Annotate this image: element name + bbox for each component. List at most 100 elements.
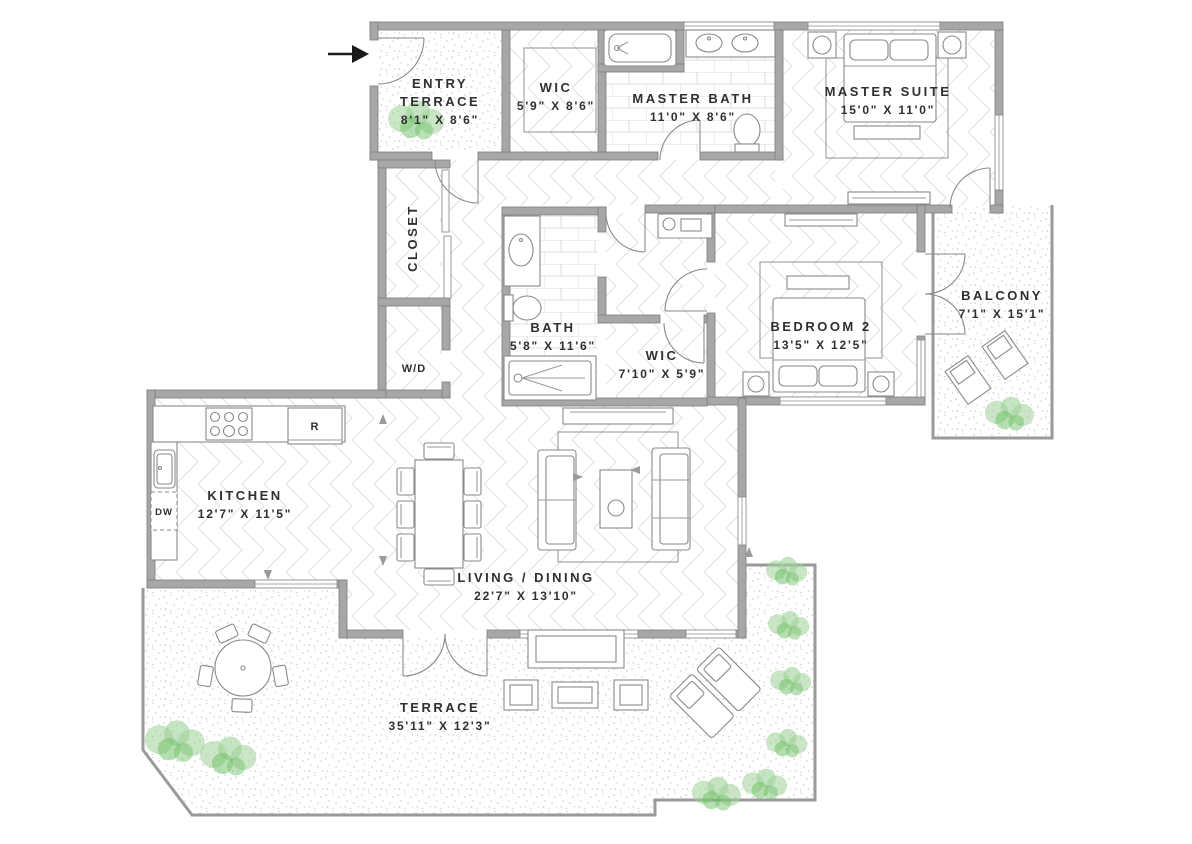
balcony-french-doors: [924, 253, 966, 335]
label-wic-bedroom2: WIC 7'10" X 5'9": [619, 348, 706, 381]
bedroom2-door: [664, 268, 708, 312]
window-bedroom2-east: [916, 339, 926, 398]
terrace-round-table: [197, 623, 289, 713]
svg-text:BEDROOM 2: BEDROOM 2: [770, 319, 871, 334]
svg-text:WIC: WIC: [540, 80, 573, 95]
wic-master-shelving: [523, 47, 597, 133]
window-bedroom2-south: [779, 396, 887, 406]
label-dishwasher: DW: [155, 507, 173, 518]
dining-chair: [463, 500, 482, 529]
dishwasher: [150, 491, 178, 531]
dining-chair: [423, 568, 455, 586]
svg-text:5'8" X 11'6": 5'8" X 11'6": [510, 339, 596, 353]
arrow-down-icon: [264, 570, 272, 580]
svg-text:5'9" X 8'6": 5'9" X 8'6": [517, 99, 595, 113]
svg-text:15'0" X 11'0": 15'0" X 11'0": [841, 103, 936, 117]
terrace-sofa-set: [503, 629, 649, 711]
front-door: [434, 159, 479, 204]
bathtub: [603, 29, 677, 67]
toilet-master: [733, 113, 761, 153]
shower: [503, 355, 597, 401]
dining-chair: [396, 500, 415, 529]
wic2-door: [663, 322, 705, 364]
terrace-floor: [143, 565, 815, 815]
doors: [377, 37, 991, 677]
double-vanity: [685, 29, 776, 58]
label-terrace: TERRACE 35'11" X 12'3": [388, 700, 491, 733]
svg-text:ENTRY: ENTRY: [412, 76, 468, 91]
svg-text:MASTER BATH: MASTER BATH: [632, 91, 753, 106]
outdoor-outlines: [141, 205, 1054, 817]
svg-text:WIC: WIC: [646, 348, 679, 363]
balcony-floor: [933, 205, 1052, 438]
svg-text:LIVING / DINING: LIVING / DINING: [457, 570, 594, 585]
balcony-outline: [931, 205, 1054, 440]
arrow-up-icon: [379, 414, 387, 424]
dining-chair: [396, 533, 415, 562]
sofa: [651, 447, 691, 551]
svg-text:22'7" X 13'10": 22'7" X 13'10": [474, 589, 578, 603]
label-bedroom2: BEDROOM 2 13'5" X 12'5": [770, 319, 871, 352]
svg-text:11'0" X 8'6": 11'0" X 8'6": [650, 110, 736, 124]
coffee-table: [599, 469, 633, 529]
label-kitchen: KITCHEN 12'7" X 11'5": [198, 488, 291, 521]
window-master-east: [994, 114, 1004, 191]
svg-text:MASTER SUITE: MASTER SUITE: [825, 84, 952, 99]
entry-terrace-floor: [378, 30, 502, 152]
closet-sliding-doors: [441, 169, 452, 299]
entry-gate-door: [377, 37, 425, 85]
kitchen-side-counter: [150, 441, 178, 561]
hall-desk: [657, 213, 713, 239]
svg-text:TERRACE: TERRACE: [400, 94, 480, 109]
terrace-outline: [141, 563, 817, 817]
label-master-suite: MASTER SUITE 15'0" X 11'0": [825, 84, 952, 117]
label-master-bath: MASTER BATH 11'0" X 8'6": [632, 91, 753, 124]
master-bath-door: [659, 119, 701, 161]
label-refrigerator: R: [311, 421, 320, 433]
window-living-east: [737, 496, 747, 546]
bedroom2-bed: [742, 261, 895, 397]
bed-bench: [853, 125, 921, 140]
arrow-right-icon: [573, 473, 583, 481]
terrace-french-doors: [402, 633, 488, 677]
floor-arrows: [264, 414, 753, 580]
sofa: [537, 449, 577, 551]
svg-text:13'5" X 12'5": 13'5" X 12'5": [773, 338, 868, 352]
dining-chair: [396, 467, 415, 496]
arrow-down-icon: [379, 556, 387, 566]
bed-bench: [786, 275, 850, 290]
label-bath: BATH 5'8" X 11'6": [510, 320, 596, 353]
window-living-south-2: [685, 629, 737, 639]
stove: [205, 407, 253, 441]
refrigerator: [287, 407, 343, 445]
furniture: [150, 29, 1029, 738]
window-kitchen-south: [254, 579, 338, 589]
label-wic-master: WIC 5'9" X 8'6": [517, 80, 595, 113]
label-entry-terrace: ENTRY TERRACE 8'1" X 8'6": [400, 76, 480, 127]
living-set: [537, 407, 691, 563]
label-closet: CLOSET: [405, 204, 420, 272]
master-suite-balcony-door: [949, 167, 991, 209]
svg-text:8'1" X 8'6": 8'1" X 8'6": [401, 113, 479, 127]
svg-text:7'1" X 15'1": 7'1" X 15'1": [959, 307, 1046, 321]
entry-arrow-icon: [328, 45, 369, 63]
svg-text:BALCONY: BALCONY: [961, 288, 1043, 303]
label-living-dining: LIVING / DINING 22'7" X 13'10": [457, 570, 594, 603]
dining-table: [396, 442, 482, 586]
balcony-lounge-chairs: [944, 329, 1029, 406]
toilet-bath: [503, 294, 542, 322]
svg-text:7'10" X 5'9": 7'10" X 5'9": [619, 367, 706, 381]
bath-vanity: [503, 215, 541, 287]
media-console: [562, 407, 674, 425]
dining-chair: [463, 533, 482, 562]
arrow-up-icon: [745, 547, 753, 557]
window-master-top: [807, 21, 941, 31]
arrow-left-icon: [630, 466, 640, 474]
terrace-lounge-chairs: [670, 647, 761, 738]
window-master-bath-top: [683, 21, 775, 31]
svg-text:35'11" X 12'3": 35'11" X 12'3": [388, 719, 491, 733]
hall-passage-door: [605, 212, 646, 253]
master-bed: [807, 31, 967, 159]
